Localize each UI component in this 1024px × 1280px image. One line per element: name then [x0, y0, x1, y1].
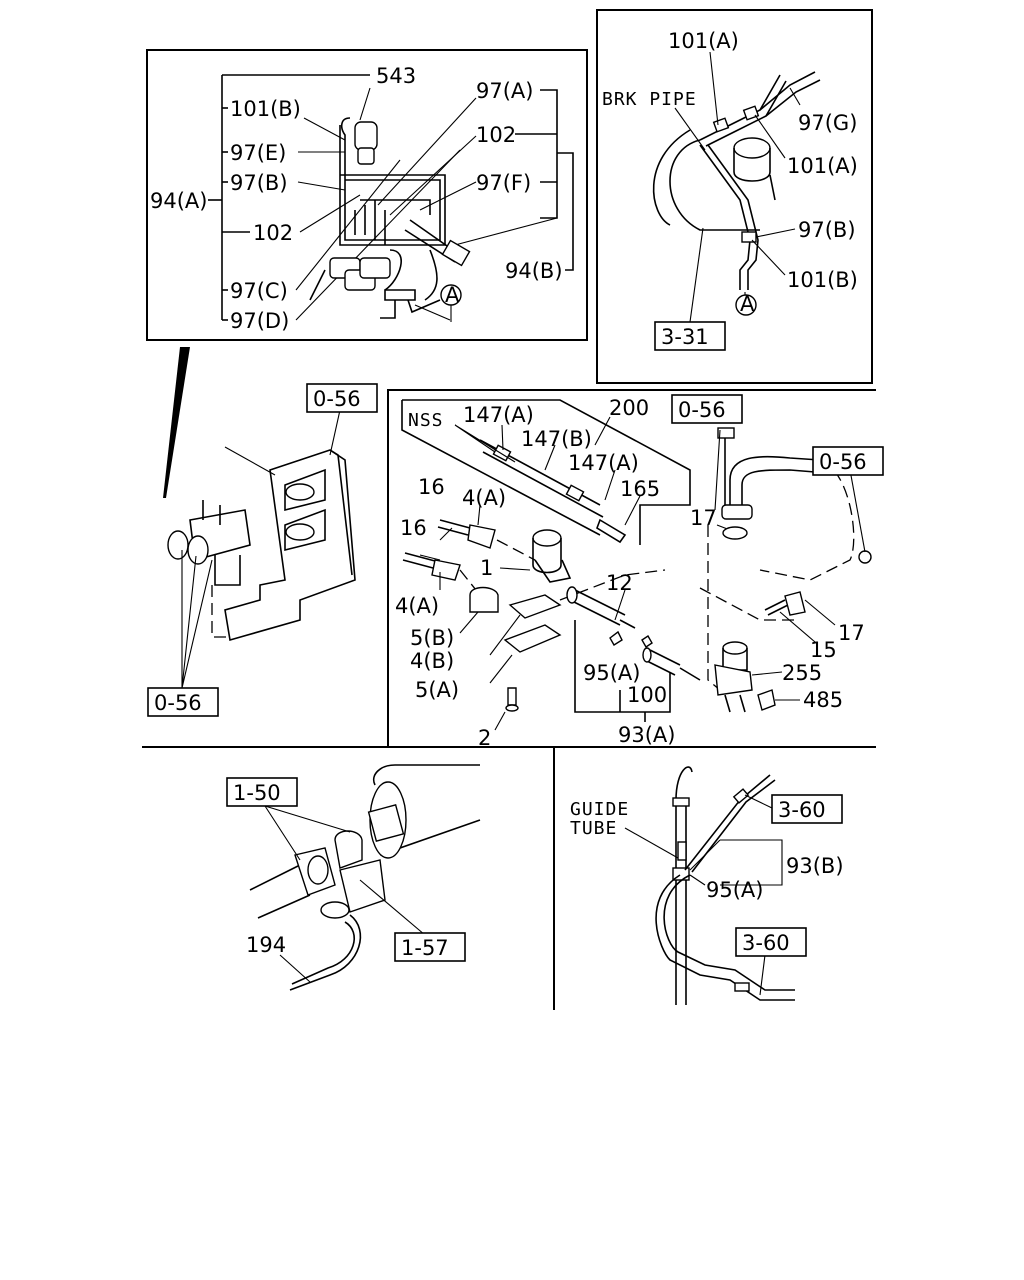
ref-box-0-56-top: [306, 383, 378, 413]
label-95a: 95(A): [583, 661, 640, 685]
ref-box-3-60-top: [771, 794, 843, 824]
label-543: 543: [376, 64, 416, 88]
marker-a-right-text: A: [740, 292, 755, 316]
label-102-right: 102: [476, 123, 516, 147]
ref-0-56-bottom-text: 0-56: [154, 691, 202, 715]
panel-top-right-frame: [596, 9, 873, 384]
label-17-2: 17: [838, 621, 865, 645]
label-485: 485: [803, 688, 843, 712]
label-97c: 97(C): [230, 279, 288, 303]
ref-0-56-top-text: 0-56: [313, 387, 361, 411]
label-93b: 93(B): [786, 854, 844, 878]
label-5a: 5(A): [415, 678, 459, 702]
label-97d: 97(D): [230, 309, 289, 333]
label-16-2: 16: [400, 516, 427, 540]
ref-box-1-50: [226, 777, 298, 807]
label-15: 15: [810, 638, 837, 662]
label-16-1: 16: [418, 475, 445, 499]
label-12: 12: [606, 571, 633, 595]
ref-3-60-top-text: 3-60: [778, 798, 826, 822]
label-4a-1: 4(A): [462, 486, 506, 510]
label-97b-right: 97(B): [798, 218, 856, 242]
label-101b-right: 101(B): [787, 268, 858, 292]
label-97a: 97(A): [476, 79, 533, 103]
ref-0-56-b-text: 0-56: [819, 450, 867, 474]
ref-box-0-56-b: [812, 446, 884, 476]
marker-a-text: A: [445, 283, 460, 307]
label-17-1: 17: [690, 506, 717, 530]
label-97b: 97(B): [230, 171, 288, 195]
label-147b: 147(B): [521, 427, 592, 451]
ref-box-3-60-bottom: [735, 927, 807, 957]
label-165: 165: [620, 477, 660, 501]
label-97f: 97(F): [476, 171, 531, 195]
ref-1-57-text: 1-57: [401, 936, 449, 960]
ref-box-0-56-a: [671, 394, 743, 424]
label-94a: 94(A): [150, 189, 207, 213]
label-101b: 101(B): [230, 97, 301, 121]
ref-3-60-bottom-text: 3-60: [742, 931, 790, 955]
panel-top-left-frame: [146, 49, 588, 341]
label-4b: 4(B): [410, 649, 454, 673]
label-4a-2: 4(A): [395, 594, 439, 618]
ref-0-56-a-text: 0-56: [678, 398, 726, 422]
label-101a-top: 101(A): [668, 29, 739, 53]
label-tube: TUBE: [570, 818, 617, 839]
label-brk-pipe: BRK PIPE: [602, 89, 697, 110]
label-101a-mid: 101(A): [787, 154, 858, 178]
label-95a-bottom: 95(A): [706, 878, 763, 902]
panel-middle-right: NSS 147(A) 200 0-56 147(B) 147(A) 0-56 1…: [387, 389, 884, 750]
label-97e: 97(E): [230, 141, 286, 165]
label-100: 100: [627, 683, 667, 707]
reference-marker-a-right: [735, 294, 757, 316]
label-5b: 5(B): [410, 626, 454, 650]
ref-box-1-57: [394, 932, 466, 962]
label-1: 1: [480, 556, 493, 580]
label-nss: NSS: [408, 410, 444, 431]
label-194: 194: [246, 933, 286, 957]
ref-1-50-text: 1-50: [233, 781, 281, 805]
label-2: 2: [478, 726, 491, 750]
label-93a: 93(A): [618, 723, 675, 747]
ref-box-3-31: [654, 321, 726, 351]
label-147a-2: 147(A): [568, 451, 639, 475]
ref-box-0-56-bottom: [147, 687, 219, 717]
ref-3-31-text: 3-31: [661, 325, 709, 349]
panel-top-left: 543 101(B) 97(E) 97(B) 94(A) 102 97(C) 9…: [146, 49, 588, 341]
panel-top-right: 101(A) BRK PIPE 97(G) 101(A) 97(B) 101(B…: [596, 9, 873, 384]
panel-bottom-left: 1-50 194 1-57: [226, 764, 481, 991]
label-102-left: 102: [253, 221, 293, 245]
pointer-wedge: [163, 347, 190, 498]
label-guide: GUIDE: [570, 799, 629, 820]
panel-middle-left: 0-56 0-56: [147, 347, 378, 717]
panel-bottom-right: GUIDE TUBE 3-60 93(B) 95(A) 3-60: [570, 766, 844, 1005]
label-200: 200: [609, 396, 649, 420]
label-255: 255: [782, 661, 822, 685]
label-94b: 94(B): [505, 259, 563, 283]
label-97g: 97(G): [798, 111, 857, 135]
label-147a-1: 147(A): [463, 403, 534, 427]
